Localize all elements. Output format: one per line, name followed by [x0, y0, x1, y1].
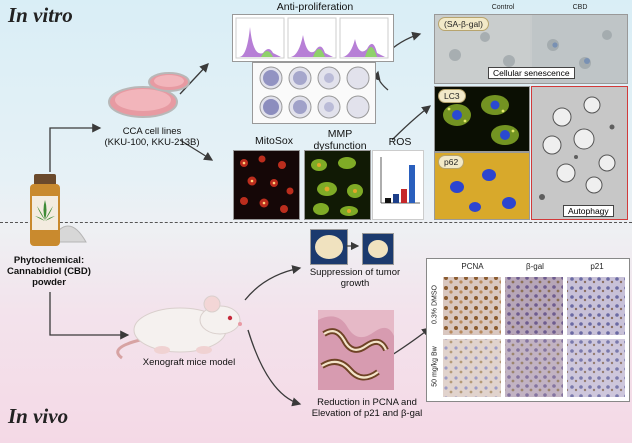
- mmp-image: [304, 150, 371, 220]
- cannabis-leaf-icon: [35, 200, 55, 221]
- arrow-mice-to-tumor: [244, 265, 302, 301]
- mouse-icon: [116, 295, 242, 360]
- p62-image: [434, 152, 530, 220]
- autophagy-em-panel: [531, 86, 628, 220]
- tumor-arrow: [346, 242, 360, 250]
- ros-bar-chart: [372, 150, 424, 220]
- arrow-compound-to-cells: [49, 123, 102, 172]
- in-vivo-title: In vivo: [8, 404, 69, 428]
- ihc-caption: Reduction in PCNA and Elevation of p21 a…: [311, 397, 423, 419]
- compound-label: Phytochemical: Cannabidiol (CBD) powder: [7, 255, 91, 288]
- ros-bar-3: [401, 189, 407, 203]
- tumor-icon: [315, 235, 343, 259]
- ros-bar-1: [385, 198, 391, 203]
- arrow-cells-to-ros: [179, 139, 214, 161]
- ihc-panel: PCNA β-gal p21 0.3% DMSO 50 mg/kg Bw: [426, 258, 630, 402]
- arrow-cells-to-proliferation: [179, 63, 209, 95]
- senescence-stain-label: (SA-β-gal): [438, 17, 489, 31]
- cbd-bottle-icon: [30, 174, 87, 246]
- lc3-label: LC3: [438, 89, 466, 103]
- ihc-col-p21: p21: [590, 262, 604, 271]
- anti-proliferation-label: Anti-proliferation: [276, 1, 354, 13]
- mmp-label: MMP dysfunction: [313, 128, 367, 153]
- arrow-mice-to-ihc: [247, 329, 302, 407]
- arrow-ihc-to-panel: [391, 327, 432, 356]
- autophagy-caption: Autophagy: [563, 205, 614, 217]
- cells-label: CCA cell lines (KKU-100, KKU-213B): [104, 126, 200, 148]
- in-vitro-title: In vitro: [8, 3, 73, 27]
- tissue-schematic: [318, 310, 394, 390]
- ihc-row-cbd: 50 mg/kg Bw: [431, 346, 439, 387]
- tumor-caption: Suppression of tumor growth: [309, 267, 401, 289]
- cell-cycle-histograms: [232, 14, 394, 62]
- senescence-caption: Cellular senescence: [488, 67, 575, 79]
- arrow-to-autophagy: [371, 70, 389, 91]
- mitosox-label: MitoSox: [255, 135, 293, 147]
- ros-bar-4: [409, 165, 415, 203]
- mice-caption: Xenograft mice model: [142, 357, 236, 368]
- petri-dish-icon: [108, 72, 190, 118]
- ihc-col-beta-gal: β-gal: [526, 262, 544, 271]
- arrow-compound-to-mice: [49, 292, 130, 340]
- ihc-tiles: [443, 277, 625, 397]
- senescence-control-label: Control: [491, 4, 515, 11]
- mitosox-image: [233, 150, 300, 220]
- ihc-col-pcna: PCNA: [461, 262, 484, 271]
- ihc-row-dmso: 0.3% DMSO: [431, 285, 439, 324]
- ros-label: ROS: [388, 136, 412, 148]
- colony-formation-plates: [252, 62, 376, 124]
- tumor-image-control: [310, 229, 348, 265]
- senescence-cbd-label: CBD: [572, 4, 588, 11]
- p62-label: p62: [438, 155, 465, 169]
- section-divider: [0, 222, 632, 223]
- tumor-image-cbd: [362, 233, 394, 265]
- arrow-ros-to-autophagy: [391, 105, 432, 141]
- ros-bar-2: [393, 194, 399, 203]
